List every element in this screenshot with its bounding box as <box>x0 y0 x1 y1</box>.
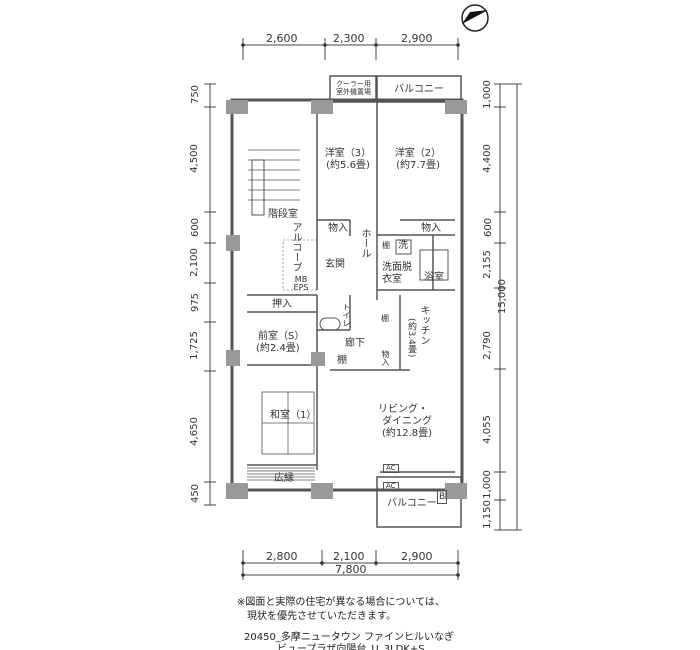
dim-top-1: 2,600 <box>266 32 298 45</box>
dim-left-2: 4,500 <box>188 144 200 173</box>
mb-label: MB <box>294 275 308 284</box>
shelf-4-label: 棚 <box>337 355 347 366</box>
japanese-room-label: 和室（1） <box>270 410 317 421</box>
dim-right-1: 1,000 <box>481 80 493 109</box>
balcony-top-label: バルコニー <box>394 84 444 95</box>
dim-bottom-3: 2,900 <box>401 550 433 563</box>
kitchen-label: キッチン <box>418 305 429 345</box>
dim-right-6: 4,055 <box>481 415 493 444</box>
dim-left-1: 750 <box>190 84 202 105</box>
storage-2-label: 物入 <box>421 223 441 234</box>
bath-label: 浴室 <box>424 272 444 283</box>
dim-left-5: 975 <box>190 292 202 313</box>
dim-left-3: 600 <box>190 217 202 238</box>
corridor-label: 廊下 <box>345 338 365 349</box>
dim-left-7: 4,650 <box>188 417 200 446</box>
cooler-space-label: クーラー用室外機置場 <box>336 80 371 96</box>
kitchen-size: (約3.4畳) <box>406 318 416 358</box>
dim-right-total: 15,000 <box>497 279 508 314</box>
dim-right-3: 600 <box>483 217 495 238</box>
alcove-label: アルコーブ <box>290 222 301 272</box>
engawa-label: 広縁 <box>274 473 294 484</box>
washroom-label: 洗面脱衣室 <box>382 262 412 285</box>
stair-room-label: 階段室 <box>268 209 298 220</box>
front-room-label: 前室（S） <box>258 331 305 342</box>
shelf-2-label: 棚 <box>381 314 389 323</box>
dim-right-8: 1,150 <box>481 500 493 529</box>
eps-label: EPS <box>293 283 309 292</box>
storage-3-label: 物入 <box>381 350 390 366</box>
dim-top-2: 2,300 <box>333 32 365 45</box>
balcony-bottom-label: バルコニー <box>387 498 437 509</box>
dim-top-3: 2,900 <box>401 32 433 45</box>
property-title-line-1: 20450_多摩ニュータウン ファインヒルいなぎ <box>244 632 454 643</box>
disclaimer-line-2: 現状を優先させていただきます。 <box>247 611 396 622</box>
oshiire-label: 押入 <box>272 299 292 310</box>
dim-right-4: 2,155 <box>481 250 493 279</box>
dim-right-7: 1,000 <box>481 470 493 499</box>
ac-label-2: AC <box>383 482 399 491</box>
living-label: リビング・ <box>378 404 428 415</box>
western-room-3-size: (約5.6畳) <box>326 160 370 171</box>
front-room-size: (約2.4畳) <box>256 343 300 354</box>
ac-label-1: AC <box>383 464 399 473</box>
dim-left-8: 450 <box>190 483 202 504</box>
living-size: (約12.8畳) <box>381 428 433 439</box>
western-room-2-label: 洋室（2） <box>394 148 442 159</box>
dim-bottom-1: 2,800 <box>266 550 298 563</box>
western-room-3-label: 洋室（3） <box>324 148 372 159</box>
western-room-2-size: (約7.7畳) <box>396 160 440 171</box>
storage-1-label: 物入 <box>328 223 348 234</box>
dim-left-4: 2,100 <box>188 248 200 277</box>
dim-bottom-total: 7,800 <box>335 563 367 576</box>
boiler-label: B <box>437 490 448 504</box>
toilet-label: トイレ <box>342 303 351 327</box>
shelf-1-label: 棚 <box>382 241 390 250</box>
dim-left-6: 1,725 <box>188 331 200 360</box>
dim-bottom-2: 2,100 <box>333 550 365 563</box>
hall-label: ホール <box>359 228 370 258</box>
wash-label: 洗 <box>398 240 408 251</box>
property-title-line-2: ビュープラザ向陽台_U_3LDK+S <box>277 644 425 650</box>
dim-right-2: 4,400 <box>481 144 493 173</box>
dining-label: ダイニング <box>382 416 432 427</box>
dim-right-5: 2,790 <box>481 331 493 360</box>
entrance-label: 玄関 <box>325 259 345 270</box>
disclaimer-line-1: ※図面と実際の住宅が異なる場合については、 <box>237 597 445 608</box>
compass-icon <box>461 4 489 32</box>
